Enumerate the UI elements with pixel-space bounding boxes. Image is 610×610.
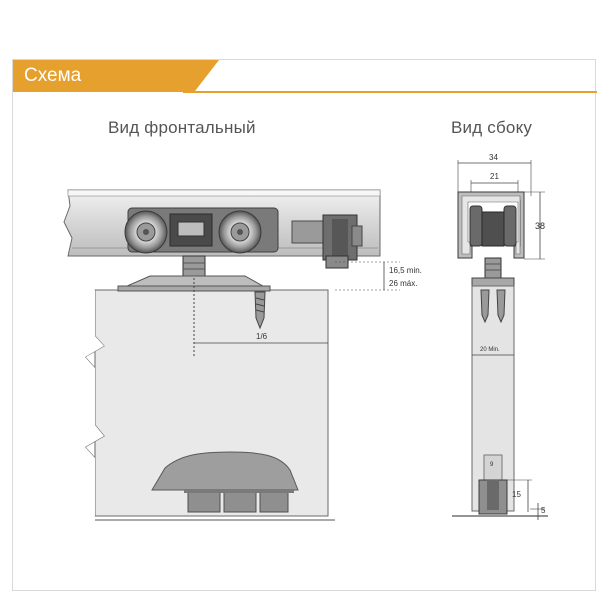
wood-screw: [254, 291, 266, 330]
height-label: 38: [535, 221, 545, 231]
section-title: Схема: [24, 65, 82, 86]
outer-width-label: 34: [489, 153, 498, 162]
front-view-title: Вид фронтальный: [108, 118, 256, 137]
section-header: Схема: [13, 60, 597, 93]
guide-width-label: 9: [490, 462, 494, 468]
side-view-title: Вид сбоку: [451, 118, 533, 137]
guide-height-label: 15: [512, 490, 521, 499]
header-underline: [183, 91, 597, 93]
side-wheel-right: [503, 205, 517, 247]
side-view: 34 21 38 20 Min. 9: [452, 153, 548, 520]
hanger-bolt: [182, 255, 206, 277]
gap-max-label: 26 máx.: [389, 279, 417, 288]
side-wheel-left: [469, 205, 483, 247]
inner-width-label: 21: [490, 172, 499, 181]
floor-guide-cover: [151, 451, 299, 491]
fraction-label: 1/6: [256, 332, 268, 341]
end-stopper: [291, 220, 327, 244]
floor-gap-label: 5: [541, 506, 546, 515]
floor-guide-block: [187, 491, 221, 513]
header-bar: [13, 60, 219, 92]
gap-min-label: 16,5 min.: [389, 266, 422, 275]
side-hanger-bolt: [484, 257, 502, 279]
door-min-label: 20 Min.: [480, 347, 500, 353]
front-view: 1/6 16,5 min. 26 máx.: [63, 189, 422, 521]
